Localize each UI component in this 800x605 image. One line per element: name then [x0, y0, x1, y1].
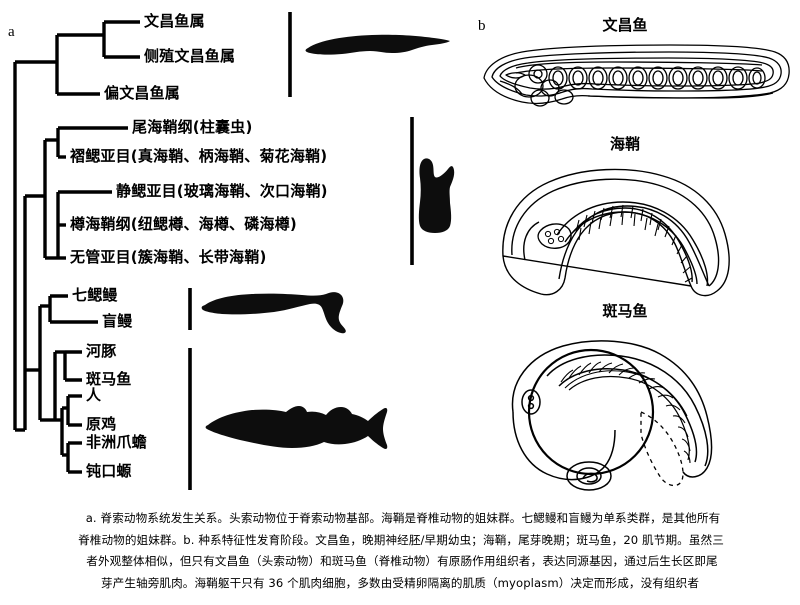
ascidian-silhouette	[418, 158, 455, 233]
taxon-label-aplousobranchia: 静鳃亚目(玻璃海鞘、次口海鞘)	[116, 182, 328, 200]
taxon-label-thaliacea: 樽海鞘纲(纽鳃樽、海樽、磷海樽)	[70, 215, 297, 233]
caption-line-4: 芽产生轴旁肌肉。海鞘躯干只有 36 个肌肉细胞，多数由受精卵隔离的肌质（myop…	[100, 575, 700, 590]
taxon-label-zebrafish: 斑马鱼	[86, 370, 132, 388]
taxon-label-hagfish: 盲鳗	[102, 312, 133, 330]
caption-line-2: 脊椎动物的姐妹群。b. 种系特征性发育阶段。文昌鱼，晚期神经胚/早期幼虫；海鞘，…	[78, 532, 724, 547]
taxon-label-xenopus: 非洲爪蟾	[86, 433, 147, 451]
embryo-title-zebrafish: 斑马鱼	[602, 302, 648, 320]
panel-b-letter: b	[478, 18, 486, 34]
taxon-label-pufferfish: 河豚	[86, 342, 117, 360]
taxon-label-appendicularia: 尾海鞘纲(柱囊虫)	[132, 118, 253, 136]
taxon-label-redjunglefowl: 原鸡	[86, 415, 117, 433]
taxon-label-stolidobranchia: 无管亚目(簇海鞘、长带海鞘)	[70, 248, 267, 266]
taxon-label-axolotl: 钝口螈	[86, 462, 132, 480]
amphioxus-embryo-drawing	[483, 44, 790, 107]
taxon-label-asymmetron: 侧殖文昌鱼属	[144, 47, 236, 65]
cladogram-svg	[13, 12, 455, 490]
taxon-label-human: 人	[86, 386, 102, 404]
group-bar-set	[188, 12, 414, 490]
ascidian-embryo-drawing	[502, 168, 730, 297]
panel-a-letter: a	[8, 24, 15, 40]
zebrafish-embryo-drawing	[511, 340, 713, 491]
amphioxus-silhouette	[305, 34, 450, 55]
taxon-label-lamprey: 七鳃鳗	[72, 286, 118, 304]
taxon-label-phlebobranchia: 褶鳃亚目(真海鞘、柄海鞘、菊花海鞘)	[70, 147, 328, 165]
taxon-label-epigonichthys: 偏文昌鱼属	[104, 84, 181, 102]
embryo-title-ascidian: 海鞘	[609, 135, 640, 153]
panel-a-cladogram: a	[0, 0, 455, 505]
embryo-title-amphioxus: 文昌鱼	[602, 16, 648, 34]
figure-caption: a. 脊索动物系统发生关系。头索动物位于脊索动物基部。海鞘是脊椎动物的姐妹群。七…	[0, 508, 800, 594]
caption-line-1: a. 脊索动物系统发生关系。头索动物位于脊索动物基部。海鞘是脊椎动物的姐妹群。七…	[85, 511, 721, 525]
fish-silhouette	[205, 406, 388, 449]
lamprey-silhouette	[201, 292, 346, 334]
taxon-label-branchiostoma: 文昌鱼属	[144, 12, 205, 30]
caption-line-3: 者外观整体相似，但只有文昌鱼（头索动物）和斑马鱼（脊椎动物）有原肠作用组织者，表…	[86, 554, 718, 568]
